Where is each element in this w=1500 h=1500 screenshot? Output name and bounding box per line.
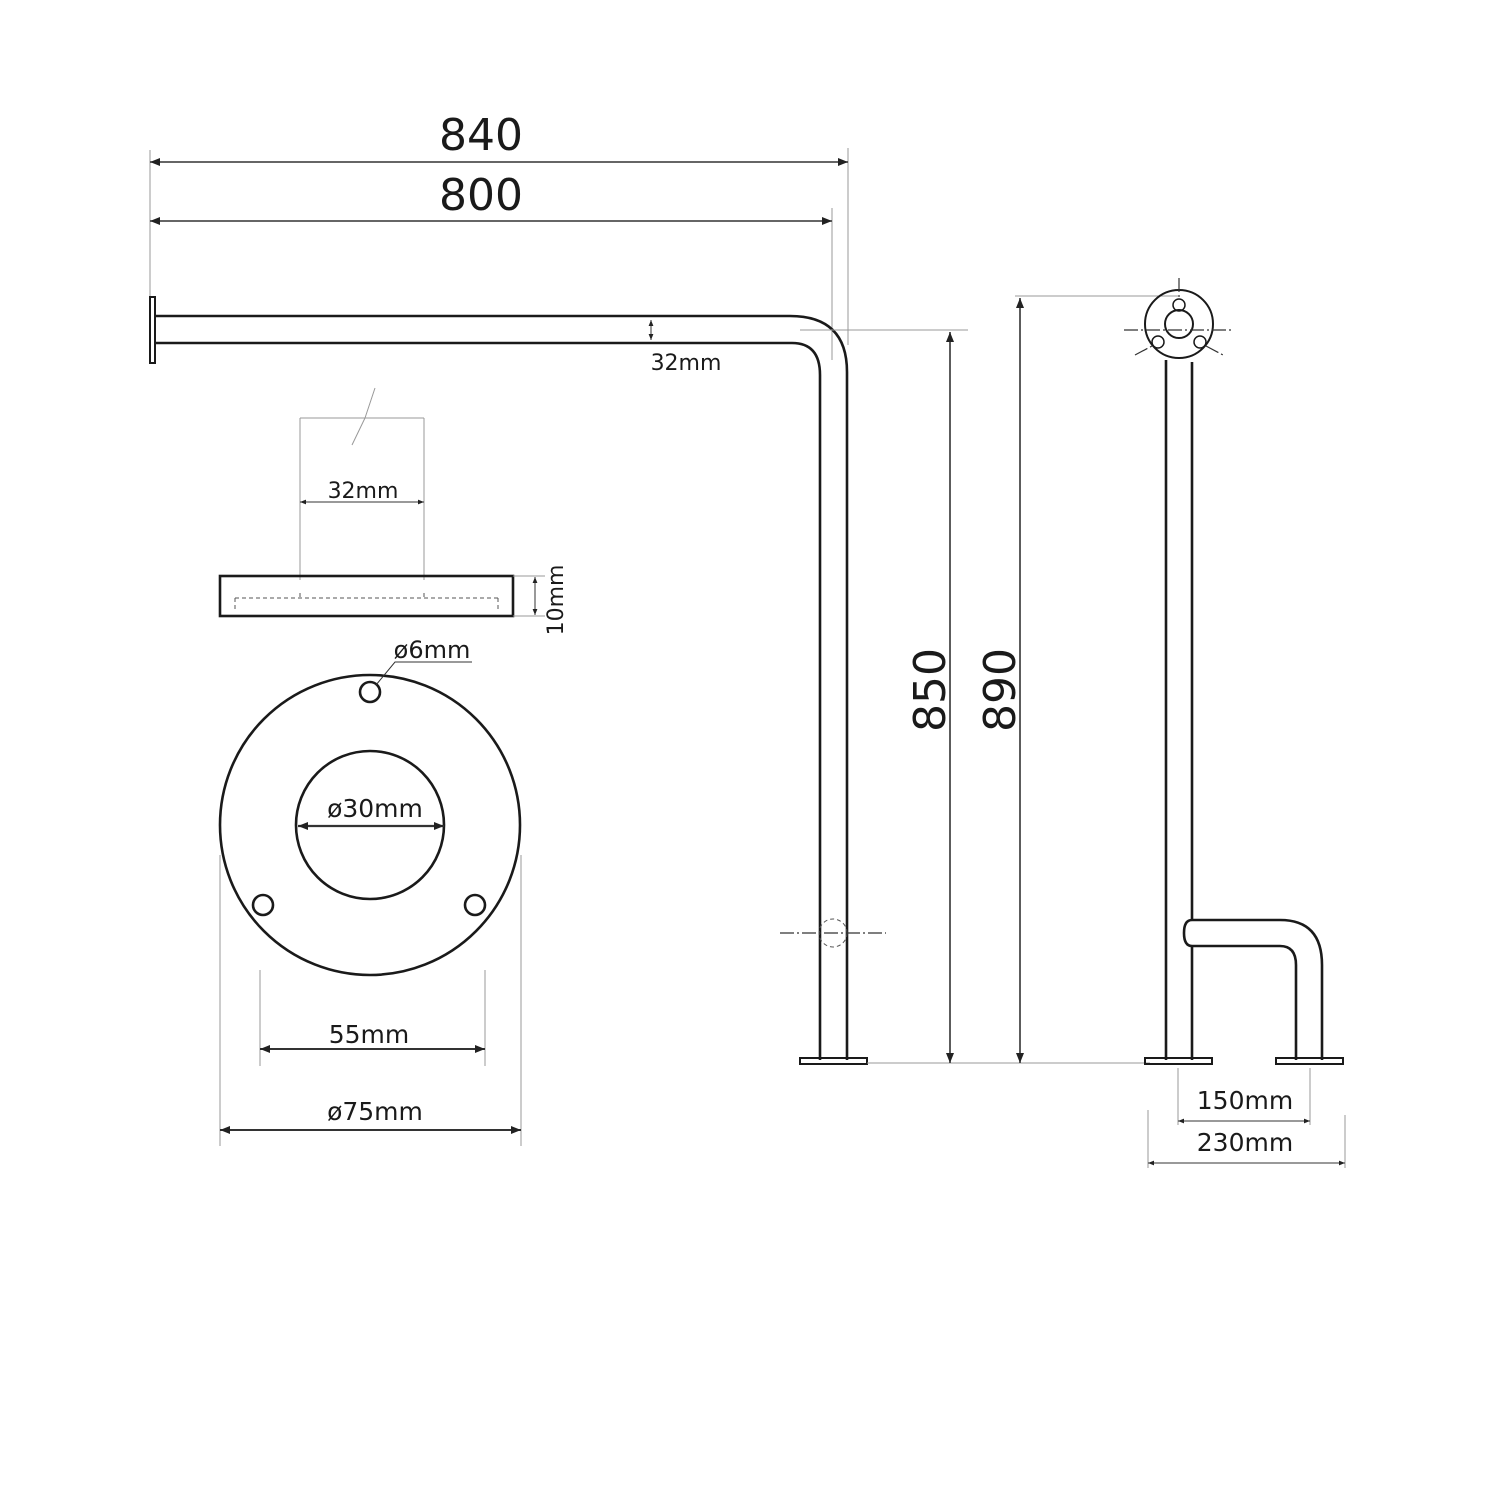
foot-span-dimension: 230mm	[1147, 1110, 1346, 1168]
plate-side-view: 32mm 10mm	[218, 387, 569, 636]
leg-spacing-label: 150mm	[1197, 1086, 1293, 1115]
screw-hole-label: ø6mm	[394, 636, 471, 664]
section-tube-diameter-label: 32mm	[328, 479, 399, 504]
height-890-dimension: 890	[975, 298, 1026, 1063]
tube-diameter-label: 32mm	[651, 351, 722, 376]
rail-front-view: 32mm	[149, 296, 886, 1065]
plate-diameter-dimension: ø75mm	[219, 855, 522, 1146]
rail-side-view	[1124, 278, 1344, 1065]
foot-span-label: 230mm	[1197, 1128, 1293, 1157]
height-890-label: 890	[975, 648, 1026, 732]
height-850-dimension: 850	[905, 332, 956, 1063]
plate-thickness-label: 10mm	[544, 565, 569, 636]
overall-length-dimension: 840	[149, 110, 849, 360]
hole-spacing-dimension: 55mm	[259, 970, 486, 1066]
plate-diameter-label: ø75mm	[327, 1097, 423, 1126]
hole-spacing-label: 55mm	[329, 1020, 410, 1049]
center-hole-label: ø30mm	[327, 794, 423, 823]
rail-length-label: 800	[439, 170, 523, 221]
rail-length-dimension: 800	[150, 170, 832, 225]
leg-spacing-dimension: 150mm	[1177, 1068, 1311, 1125]
overall-length-label: 840	[439, 110, 523, 161]
plate-front-view: ø6mm ø30mm	[218, 636, 522, 977]
height-850-label: 850	[905, 648, 956, 732]
